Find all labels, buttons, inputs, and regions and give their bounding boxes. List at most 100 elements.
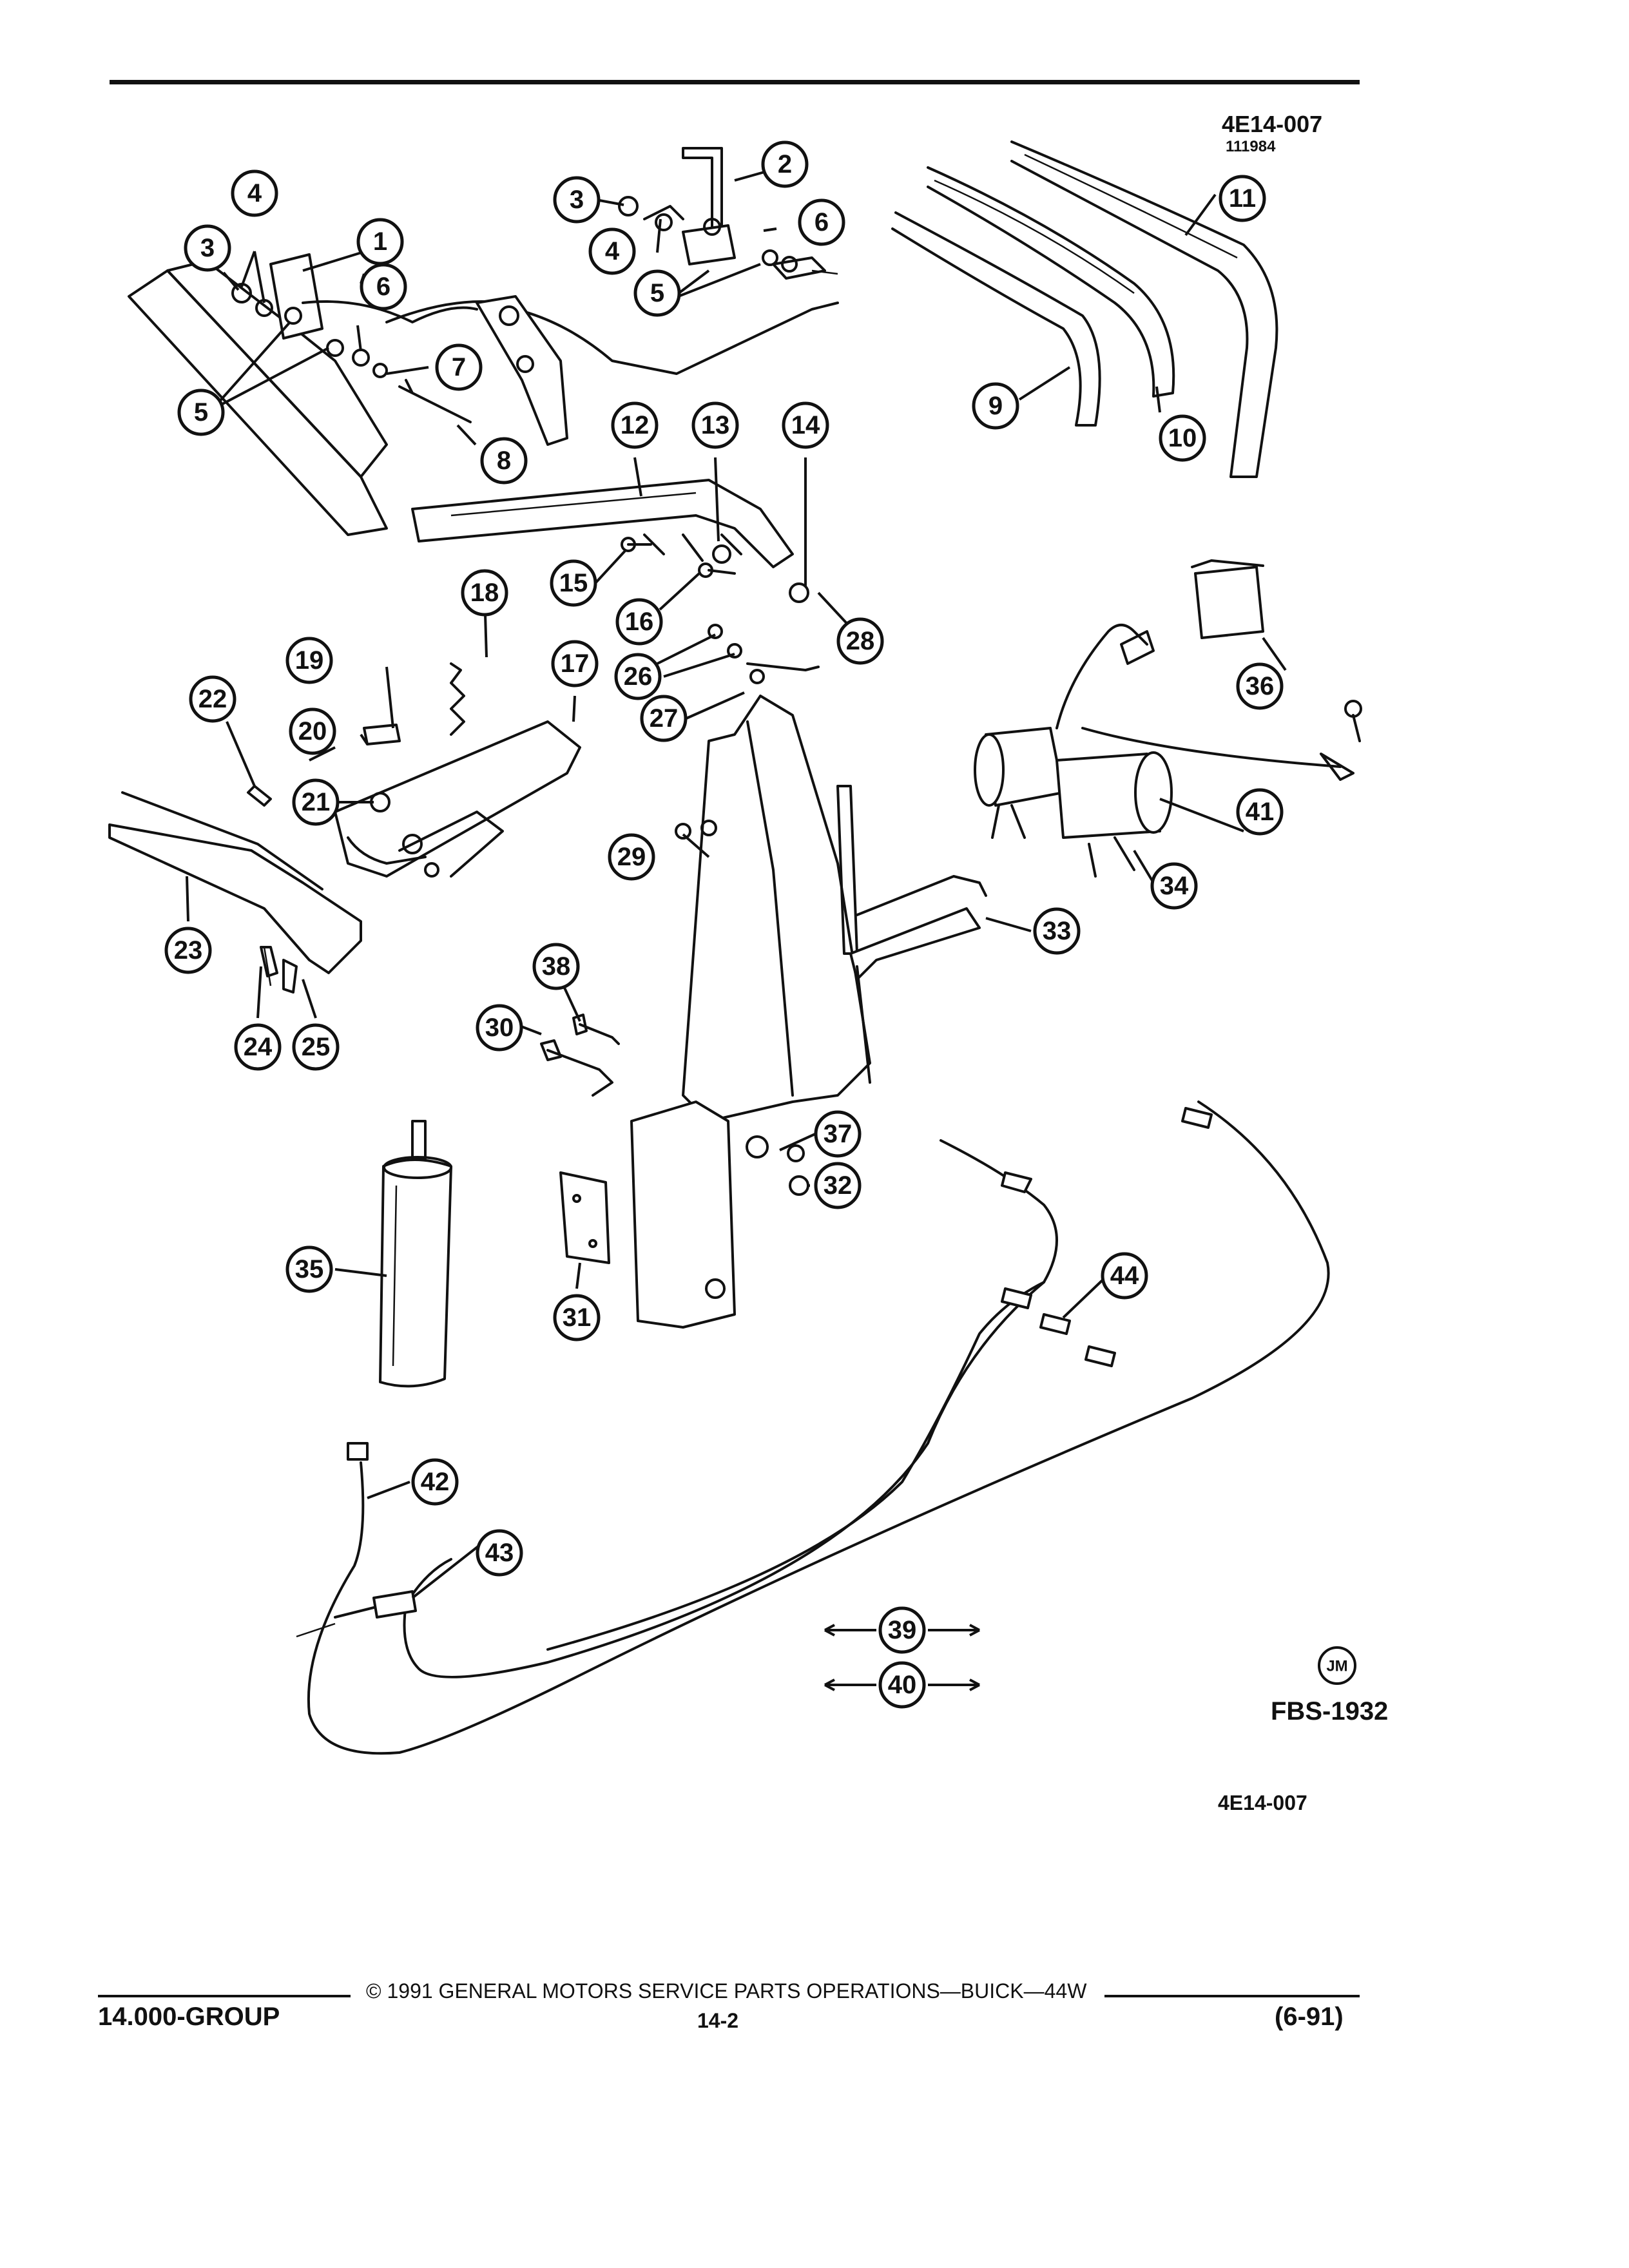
cover-plate	[559, 1171, 610, 1264]
figure-subcode: 111984	[1226, 138, 1276, 155]
footer-group: 14.000-GROUP	[98, 2003, 280, 2031]
figure-code-bottom: 4E14-007	[1218, 1791, 1307, 1814]
svg-text:6: 6	[376, 273, 390, 301]
svg-text:25: 25	[302, 1033, 331, 1061]
callout-1: 1	[356, 218, 404, 265]
svg-text:2: 2	[778, 150, 792, 178]
callout-18: 18	[461, 569, 508, 617]
callout-24: 24	[234, 1023, 282, 1071]
svg-text:35: 35	[295, 1255, 324, 1283]
svg-text:16: 16	[625, 608, 654, 636]
callout-36: 36	[1236, 662, 1284, 710]
svg-text:8: 8	[497, 447, 511, 475]
callout-14: 14	[782, 401, 829, 449]
svg-text:34: 34	[1160, 872, 1189, 900]
bolts	[540, 1014, 809, 1196]
callout-15: 15	[550, 559, 597, 607]
fbs-number: FBS-1932	[1271, 1697, 1389, 1725]
svg-text:36: 36	[1246, 672, 1275, 700]
callout-3-right: 3	[553, 176, 601, 224]
svg-text:5: 5	[650, 279, 664, 307]
callout-32: 32	[814, 1162, 862, 1209]
svg-text:21: 21	[302, 788, 331, 816]
svg-text:18: 18	[470, 579, 499, 607]
callout-44: 44	[1101, 1252, 1148, 1300]
svg-text:12: 12	[621, 411, 650, 439]
callout-43: 43	[476, 1529, 523, 1577]
motor-pump	[974, 624, 1362, 878]
svg-text:33: 33	[1043, 917, 1072, 945]
svg-text:28: 28	[846, 627, 875, 655]
callout-25: 25	[292, 1023, 340, 1071]
footer-rule-right	[1104, 1995, 1360, 1997]
figure-code-top: 4E14-007	[1222, 111, 1323, 137]
footer-copyright: © 1991 GENERAL MOTORS SERVICE PARTS OPER…	[366, 1979, 1087, 2003]
svg-text:3: 3	[570, 186, 584, 214]
svg-text:JM: JM	[1326, 1658, 1347, 1675]
weatherstrips	[891, 140, 1278, 478]
callout-10: 10	[1159, 414, 1206, 462]
jm-logo: JM	[1318, 1646, 1356, 1685]
callout-33: 33	[1033, 907, 1081, 955]
callout-41: 41	[1236, 788, 1284, 836]
svg-text:43: 43	[485, 1539, 514, 1567]
svg-text:19: 19	[295, 646, 324, 675]
svg-text:13: 13	[701, 411, 730, 439]
svg-text:32: 32	[824, 1171, 853, 1200]
callout-34: 34	[1150, 862, 1198, 910]
svg-text:31: 31	[563, 1303, 592, 1332]
callout-26: 26	[614, 653, 662, 700]
callout-19: 19	[285, 637, 333, 684]
callout-22: 22	[189, 675, 236, 723]
callout-29: 29	[608, 833, 655, 881]
svg-text:26: 26	[624, 662, 653, 691]
svg-text:37: 37	[824, 1120, 853, 1148]
callout-40: 40	[878, 1661, 926, 1709]
svg-text:39: 39	[888, 1616, 917, 1644]
svg-text:22: 22	[198, 685, 227, 713]
svg-text:29: 29	[617, 843, 646, 871]
callout-16: 16	[615, 598, 663, 646]
callout-11: 11	[1219, 175, 1266, 222]
callout-6-left: 6	[360, 263, 407, 311]
callout-2: 2	[761, 140, 809, 188]
svg-text:30: 30	[485, 1014, 514, 1042]
callout-39: 39	[878, 1606, 926, 1654]
reservoir	[379, 1120, 452, 1388]
svg-text:17: 17	[561, 649, 590, 678]
callout-12: 12	[611, 401, 659, 449]
svg-text:11: 11	[1229, 184, 1256, 213]
svg-text:15: 15	[559, 569, 588, 597]
svg-text:23: 23	[174, 936, 203, 965]
callout-5-left: 5	[177, 389, 225, 436]
svg-text:5: 5	[194, 398, 208, 427]
leader-lines	[186, 165, 1287, 1691]
callout-9: 9	[972, 382, 1019, 430]
hydraulic-hoses	[296, 1100, 1330, 1755]
svg-text:24: 24	[244, 1033, 273, 1061]
callout-17: 17	[551, 640, 599, 687]
svg-text:6: 6	[815, 208, 829, 236]
callout-35: 35	[285, 1245, 333, 1293]
lower-rail-latch	[108, 662, 581, 994]
callout-30: 30	[476, 1004, 523, 1052]
callout-28: 28	[836, 617, 884, 665]
callout-13: 13	[691, 401, 739, 449]
svg-text:4: 4	[605, 237, 620, 265]
svg-text:3: 3	[200, 234, 215, 262]
callout-4-left: 4	[231, 169, 278, 217]
top-rule	[110, 80, 1360, 84]
svg-text:20: 20	[298, 717, 327, 745]
callout-8: 8	[480, 437, 528, 485]
svg-text:10: 10	[1168, 424, 1197, 452]
hinge-bracket-assembly	[128, 147, 839, 536]
svg-text:14: 14	[791, 411, 820, 439]
main-arm	[630, 624, 987, 1329]
footer-date: (6-91)	[1275, 2003, 1344, 2031]
callout-21: 21	[292, 778, 340, 826]
callout-5-right: 5	[633, 269, 681, 317]
svg-text:4: 4	[247, 179, 262, 207]
callout-37: 37	[814, 1110, 862, 1158]
relay	[1191, 559, 1264, 639]
